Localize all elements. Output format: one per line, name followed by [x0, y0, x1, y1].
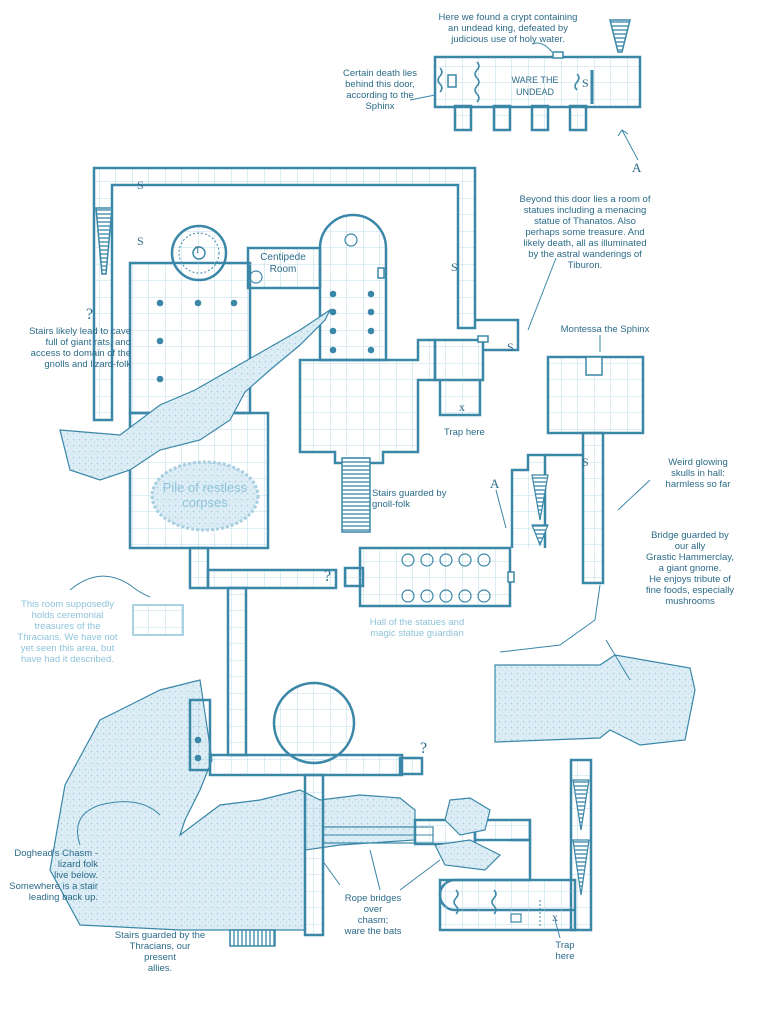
question-marker-3: ?: [420, 740, 428, 757]
corpses-label: Pile of restless corpses: [162, 480, 248, 510]
montessa-note: Montessa the Sphinx: [560, 324, 650, 335]
hall-statues-note: Hall of the statues and magic statue gua…: [369, 617, 465, 639]
pointer-lines: [69, 42, 651, 939]
secret-door-6: S: [582, 76, 589, 90]
a-marker-mid: A: [490, 476, 500, 491]
stairs-gnoll-note: Stairs guarded by gnoll-folk: [372, 488, 447, 510]
secret-door-3: S: [451, 260, 458, 274]
stairs-rats-note: Stairs likely lead to cave full of giant…: [29, 326, 131, 370]
question-marker-1: ?: [86, 306, 94, 323]
crypt-area: [433, 51, 642, 132]
question-marker-2: ?: [324, 568, 332, 585]
secret-door-1: S: [137, 178, 144, 192]
crypt-note: Here we found a crypt containing an unde…: [438, 12, 578, 45]
corpse-pile: [150, 460, 260, 532]
crevasse: [59, 308, 332, 481]
centipede-room-label: Centipede Room: [260, 252, 306, 275]
south-wing: [49, 586, 577, 947]
trap-here-note-1: Trap here: [444, 427, 485, 438]
stairs-top-right: [609, 19, 631, 53]
stairs-thracians-note: Stairs guarded by the Thracians, our pre…: [114, 930, 206, 974]
certain-death-note: Certain death lies behind this door, acc…: [343, 68, 417, 112]
tomb-marker: T: [195, 245, 201, 255]
weird-skulls-note: Weird glowing skulls in hall: harmless s…: [665, 457, 731, 490]
secret-door-4: S: [507, 340, 514, 354]
arrow-a-top: [621, 129, 639, 161]
ceremonial-room: [132, 604, 184, 636]
rope-bridges-note: Rope bridges over chasm; ware the bats: [344, 893, 402, 937]
main-wing: [92, 166, 520, 590]
a-marker-top: A: [632, 160, 642, 175]
doghead-note: Doghead's Chasm - lizard folk live below…: [9, 848, 98, 903]
bridge-gnome-note: Bridge guarded by our ally Grastic Hamme…: [645, 530, 735, 607]
secret-door-2: S: [137, 234, 144, 248]
hall-of-statues: [343, 453, 549, 608]
ware-undead-label: WARE THE UNDEAD: [511, 75, 559, 97]
ceremonial-note: This room supposedly holds ceremonial tr…: [17, 599, 118, 665]
bridge-chasm: [494, 654, 696, 746]
sphinx-wing: [545, 355, 645, 932]
trap-x-2: x: [552, 910, 558, 924]
secret-door-5: S: [582, 455, 589, 469]
statues-room-note: Beyond this door lies a room of statues …: [519, 194, 651, 271]
trap-x-1: x: [459, 400, 465, 414]
trap-here-note-2: Trap here: [555, 940, 575, 962]
